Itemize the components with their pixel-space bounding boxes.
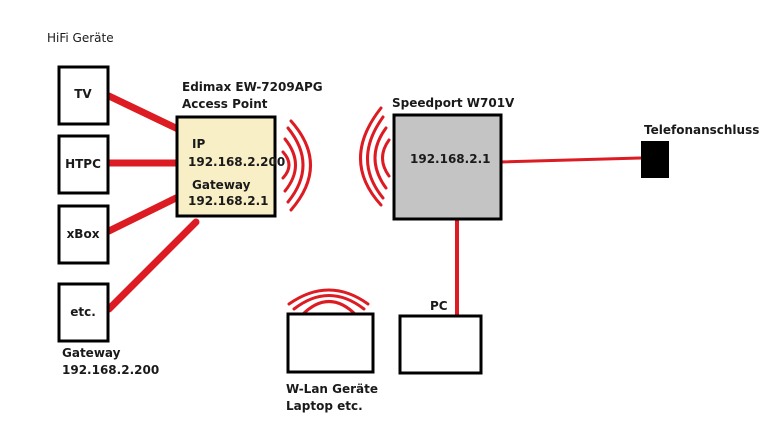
access-point-wifi-icon — [281, 119, 312, 212]
device-htpc-label: HTPC — [65, 157, 101, 171]
router-box: 192.168.2.1 — [392, 113, 503, 221]
device-etc-label: etc. — [70, 305, 96, 319]
hifi-devices-title: HiFi Geräte — [47, 31, 114, 45]
phone-socket — [641, 141, 669, 178]
access-point-box: IP 192.168.2.200 Gateway 192.168.2.1 — [175, 115, 285, 218]
pc-box — [398, 314, 483, 375]
left-gateway-ip: 192.168.2.200 — [62, 363, 159, 377]
device-tv: TV — [57, 65, 110, 126]
router-name: Speedport W701V — [392, 96, 515, 110]
pc-label: PC — [430, 299, 448, 313]
access-point-gateway: 192.168.2.1 — [188, 194, 268, 208]
router-ip: 192.168.2.1 — [410, 152, 490, 166]
link-etc-ap — [105, 218, 200, 313]
wlan-devices-sublabel: Laptop etc. — [286, 399, 363, 413]
access-point-gateway-label: Gateway — [192, 178, 251, 192]
device-htpc: HTPC — [57, 134, 110, 195]
wlan-devices-box — [286, 312, 375, 374]
wlan-wifi-icon — [287, 288, 370, 317]
access-point-name: Edimax EW-7209APG — [182, 80, 323, 94]
access-point-ip: 192.168.2.200 — [188, 155, 285, 169]
link-router-phone — [499, 156, 643, 164]
router-wifi-icon — [359, 106, 391, 207]
access-point-ip-label: IP — [192, 137, 205, 151]
link-xbox-ap — [105, 194, 180, 235]
wlan-devices-label: W-Lan Geräte — [286, 382, 378, 396]
device-tv-label: TV — [74, 87, 92, 101]
access-point-type: Access Point — [182, 97, 268, 111]
link-tv-ap — [105, 92, 184, 134]
device-etc: etc. — [57, 282, 110, 343]
device-xbox-label: xBox — [67, 227, 100, 241]
connection-lines — [105, 92, 643, 320]
device-xbox: xBox — [57, 204, 110, 265]
phone-label: Telefonanschluss — [644, 123, 759, 137]
left-gateway-label: Gateway — [62, 346, 121, 360]
